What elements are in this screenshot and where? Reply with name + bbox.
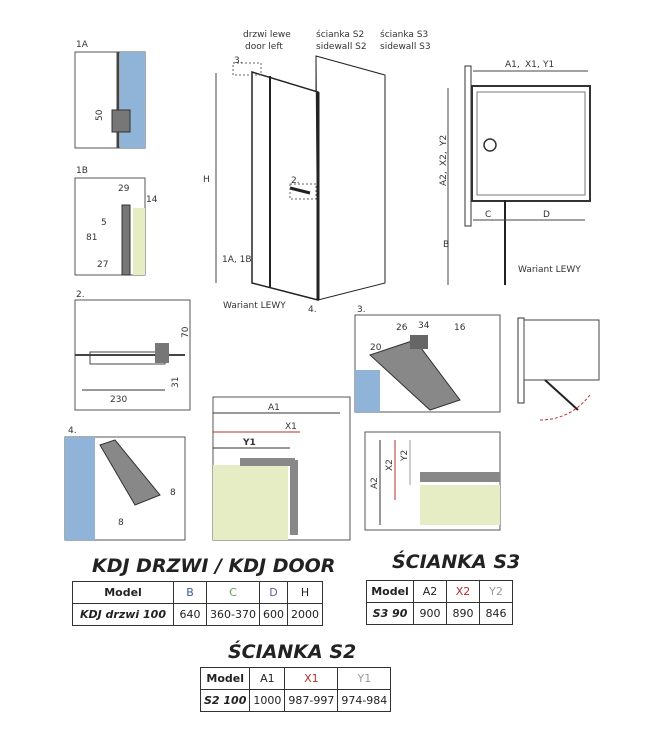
svg-text:5: 5 — [101, 218, 107, 228]
s2-table-title: ŚCIANKA S2 — [228, 641, 357, 663]
svg-text:8: 8 — [118, 518, 124, 528]
detail-x2-y2: A2 X2 Y2 — [364, 431, 501, 531]
s2-table: Model A1 X1 Y1 S2 100 1000 987-997 974-9… — [199, 667, 392, 712]
svg-text:ścianka S2: ścianka S2 — [316, 29, 364, 40]
svg-text:81: 81 — [86, 233, 97, 243]
svg-text:31: 31 — [171, 377, 181, 388]
table-row: KDJ drzwi 100 640 360-370 600 2000 — [72, 603, 323, 626]
svg-text:A2: A2 — [370, 477, 380, 489]
svg-text:drzwi lewe: drzwi lewe — [243, 30, 291, 40]
detail-label: 1A — [76, 40, 89, 50]
svg-text:2.: 2. — [76, 290, 85, 300]
table-header-row: Model A1 X1 Y1 — [199, 667, 392, 690]
svg-text:2.: 2. — [291, 176, 300, 186]
svg-text:X1,: X1, — [525, 60, 540, 70]
svg-text:Y1: Y1 — [542, 60, 554, 70]
svg-text:Y2: Y2 — [439, 135, 449, 147]
table-header-row: Model A2 X2 Y2 — [366, 580, 513, 603]
svg-text:Wariant LEWY: Wariant LEWY — [223, 301, 286, 311]
detail-4: 4. 8 8 — [64, 426, 186, 541]
svg-text:16: 16 — [454, 323, 466, 333]
door-table: Model B C D H KDJ drzwi 100 640 360-370 … — [72, 581, 323, 626]
svg-text:34: 34 — [418, 321, 430, 331]
svg-text:X2,: X2, — [439, 151, 449, 166]
svg-text:8: 8 — [170, 488, 176, 498]
door-table-title: KDJ DRZWI / KDJ DOOR — [92, 555, 336, 577]
svg-text:sidewall S2: sidewall S2 — [316, 42, 367, 52]
svg-text:27: 27 — [97, 260, 108, 270]
svg-text:Y2: Y2 — [400, 450, 410, 462]
svg-text:29: 29 — [118, 184, 130, 194]
detail-2: 2. 70 31 230 — [74, 290, 191, 411]
svg-text:14: 14 — [146, 195, 158, 205]
svg-text:A2,: A2, — [439, 171, 449, 186]
shower-3d-view — [215, 55, 386, 301]
table-row: S2 100 1000 987-997 974-984 — [199, 689, 392, 712]
main-view-labels: drzwi lewe door left ścianka S2 sidewall S… — [203, 29, 431, 315]
svg-text:D: D — [543, 210, 550, 220]
svg-text:A1,: A1, — [505, 60, 520, 70]
table-header-row: Model B C D H — [72, 581, 323, 604]
detail-1a: 1A 50 — [74, 40, 146, 149]
svg-text:3.: 3. — [357, 305, 366, 315]
detail-3: 3. 26 34 16 20 — [354, 305, 501, 413]
svg-text:H: H — [203, 175, 210, 185]
svg-text:Wariant LEWY: Wariant LEWY — [518, 265, 581, 275]
side-view — [517, 317, 600, 421]
svg-text:ścianka S3: ścianka S3 — [380, 29, 428, 40]
svg-text:sidewall S3: sidewall S3 — [380, 42, 431, 52]
detail-1b: 1B 29 14 5 81 27 — [74, 166, 158, 276]
svg-text:door left: door left — [245, 42, 283, 52]
svg-text:A1: A1 — [268, 403, 280, 413]
svg-text:B: B — [443, 240, 449, 250]
svg-text:20: 20 — [370, 343, 382, 353]
svg-text:26: 26 — [396, 323, 408, 333]
s3-table-title: ŚCIANKA S3 — [392, 551, 521, 573]
svg-text:70: 70 — [181, 326, 191, 338]
svg-text:1A, 1B: 1A, 1B — [222, 255, 252, 265]
plan-view: A1, X1, Y1 A2, X2, Y2 B C D Wariant LEWY — [439, 60, 591, 285]
svg-text:4.: 4. — [68, 426, 77, 436]
svg-text:C: C — [485, 210, 491, 220]
svg-text:X2: X2 — [385, 459, 395, 471]
svg-text:1B: 1B — [76, 166, 88, 176]
svg-text:3.: 3. — [234, 56, 243, 66]
table-row: S3 90 900 890 846 — [366, 602, 513, 625]
svg-text:X1: X1 — [285, 422, 297, 432]
svg-text:230: 230 — [110, 395, 127, 405]
svg-text:50: 50 — [95, 109, 105, 121]
svg-text:Y1: Y1 — [242, 438, 256, 448]
svg-text:4.: 4. — [308, 305, 317, 315]
detail-x1-y1: A1 X1 Y1 — [212, 396, 351, 541]
s3-table: Model A2 X2 Y2 S3 90 900 890 846 — [366, 580, 513, 625]
